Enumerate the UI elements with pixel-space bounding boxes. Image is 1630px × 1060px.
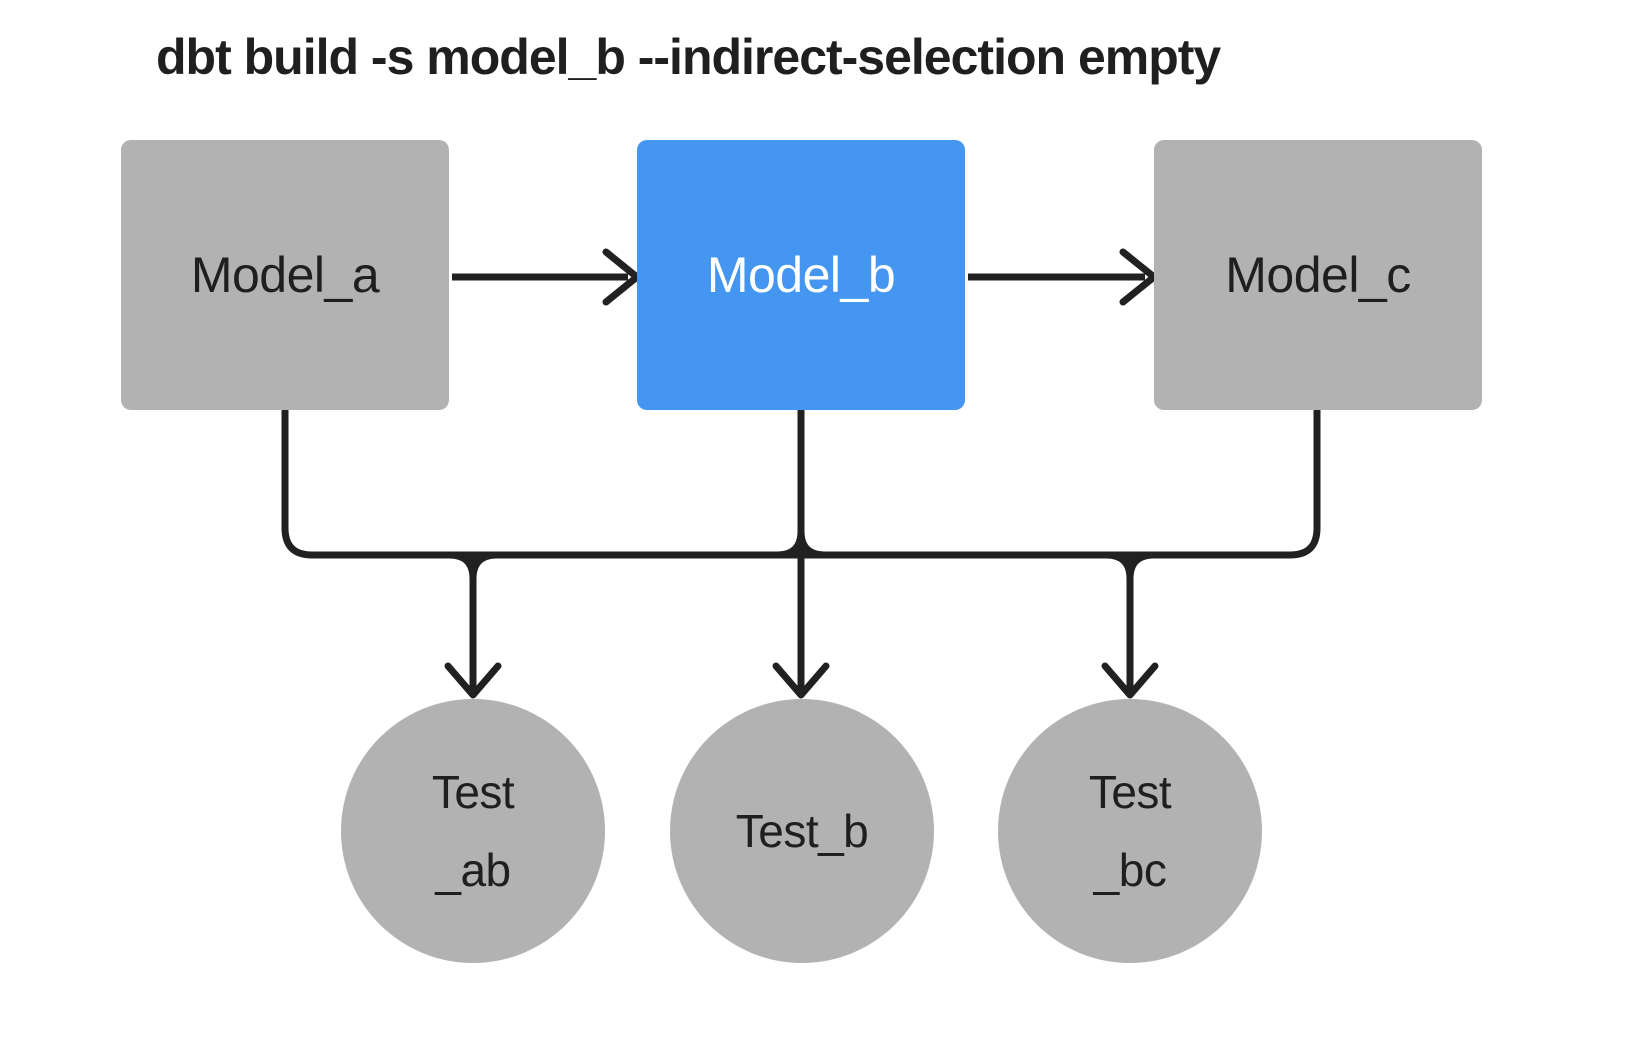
arrowhead-icon: [444, 662, 502, 699]
junction-fillet: [776, 530, 805, 559]
node-test-ab: Test _ab: [341, 699, 605, 963]
junction-fillet: [469, 551, 498, 580]
node-test-b: Test_b: [670, 699, 934, 963]
junction-fillet: [1105, 551, 1134, 580]
node-label: Test _ab: [431, 765, 515, 896]
node-label: Test _bc: [1088, 765, 1172, 896]
node-model-b-selected: Model_b: [637, 140, 965, 410]
junction-fillet: [448, 551, 477, 580]
node-label: Model_c: [1225, 247, 1411, 303]
node-test-bc: Test _bc: [998, 699, 1262, 963]
junction-fillet: [1126, 551, 1155, 580]
arrowhead-icon: [772, 662, 830, 699]
arrowhead-icon: [1101, 662, 1159, 699]
node-model-a: Model_a: [121, 140, 449, 410]
diagram-title: dbt build -s model_b --indirect-selectio…: [156, 29, 1221, 85]
junction-fillet: [797, 530, 826, 559]
node-label: Test_b: [735, 804, 869, 857]
node-label: Model_b: [706, 247, 896, 303]
node-model-c: Model_c: [1154, 140, 1482, 410]
node-label: Model_a: [190, 247, 380, 303]
